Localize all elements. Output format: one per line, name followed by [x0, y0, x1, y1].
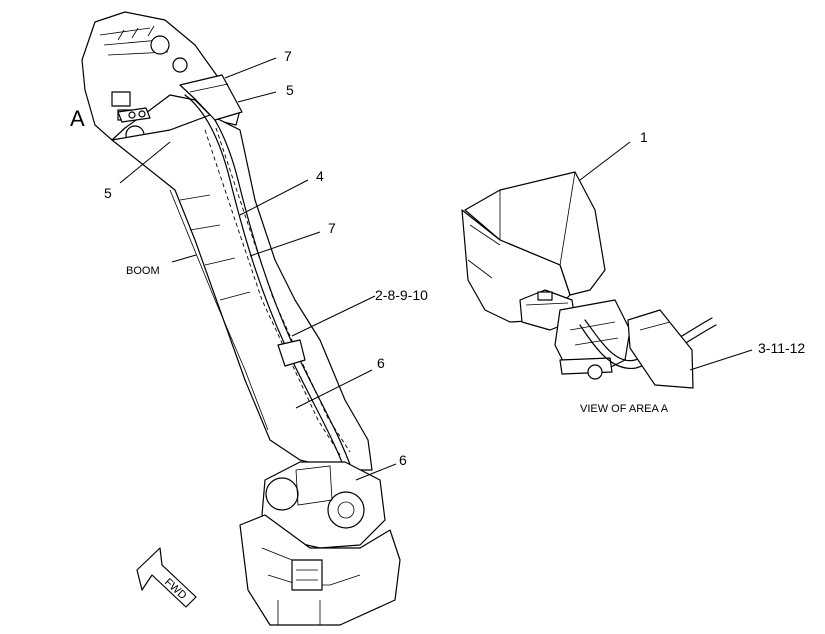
callout-7-top: 7	[284, 48, 292, 64]
callout-4: 4	[316, 168, 324, 184]
callout-6-mid: 6	[377, 355, 385, 371]
boom-label: BOOM	[126, 265, 160, 277]
area-a-detail	[461, 171, 717, 389]
fwd-arrow: FWD	[136, 547, 197, 608]
boom-assembly	[81, 11, 401, 626]
callout-5-top: 5	[286, 82, 294, 98]
leader-lines	[119, 57, 753, 481]
callout-7-mid: 7	[328, 220, 336, 236]
callout-5-left: 5	[104, 185, 112, 201]
callout-3-11-12: 3-11-12	[758, 340, 805, 356]
view-label-a: A	[70, 106, 85, 131]
callout-6-low: 6	[399, 452, 407, 468]
callout-2-8-9-10: 2-8-9-10	[375, 287, 428, 303]
view-caption: VIEW OF AREA A	[580, 403, 669, 415]
callout-1: 1	[640, 129, 648, 145]
